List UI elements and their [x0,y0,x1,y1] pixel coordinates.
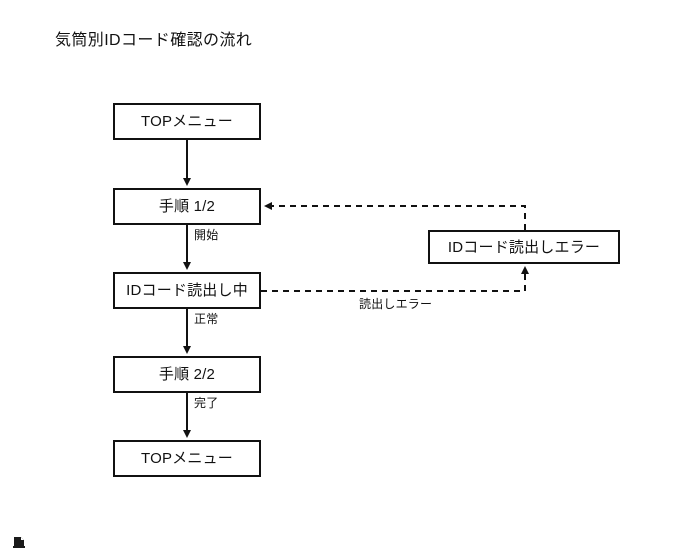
edge-label-complete: 完了 [194,396,219,410]
edge-label-start: 開始 [194,228,219,242]
node-id-code-reading[interactable]: IDコード読出し中 [113,272,261,309]
edge-reading-to-error [261,266,529,292]
edge-label-normal: 正常 [194,312,219,326]
corner-mark-icon [13,536,26,549]
node-top-menu-start[interactable]: TOPメニュー [113,103,261,140]
node-id-code-read-error[interactable]: IDコード読出しエラー [428,230,620,264]
page-title: 気筒別IDコード確認の流れ [55,32,253,49]
edge-label-read-error: 読出しエラー [359,297,433,311]
edge-error-to-step-1 [264,202,526,230]
node-step-1[interactable]: 手順 1/2 [113,188,261,225]
node-step-2[interactable]: 手順 2/2 [113,356,261,393]
node-top-menu-end[interactable]: TOPメニュー [113,440,261,477]
